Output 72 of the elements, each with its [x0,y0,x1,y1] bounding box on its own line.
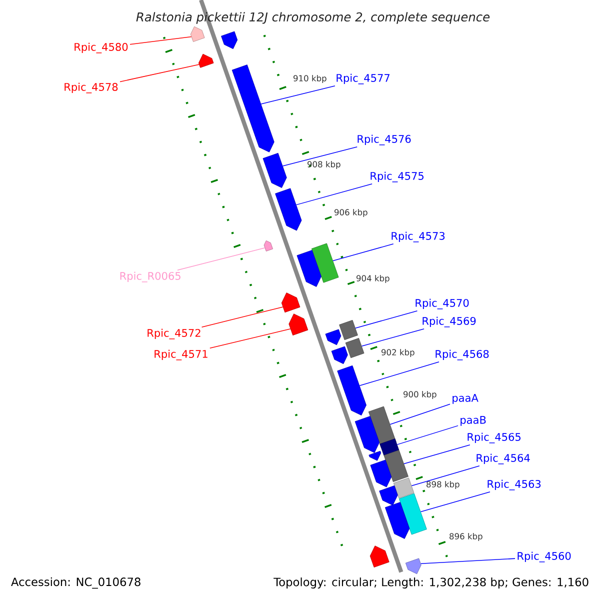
gene-label: Rpic_4578 [64,82,118,94]
leader-line [201,306,284,328]
title: Ralstonia pickettii 12J chromosome 2, complete sequence [136,12,490,24]
scale-label: 908 kbp [308,160,340,170]
leader-line [390,404,450,425]
gene-block [393,478,414,498]
gene-label: Rpic_4568 [436,350,489,360]
leader-line [177,248,266,270]
gene-label: Rpic_4565 [468,432,520,444]
gene-label: Rpic_4575 [370,172,424,182]
leader-line [332,244,394,262]
gene-symbol [325,329,342,346]
gene-label: Rpic_4570 [416,298,469,310]
footer-text: Accession: NC_010678 [11,577,140,589]
gene-symbol [379,485,398,506]
gene-symbol [262,152,287,188]
leader-line [120,64,200,82]
gene-symbol [354,416,380,453]
leader-line [260,86,336,104]
gene-label: Rpic_4580 [74,42,128,54]
leader-line [210,328,291,348]
gene-symbol [405,558,422,574]
gene-label: Rpic_4577 [336,74,390,84]
gene-symbol [296,250,322,287]
gene-label: Rpic_4569 [422,316,476,328]
scale-label: 902 kbp [382,348,414,358]
scale-label: 896 kbp [450,532,482,542]
gene-block [380,438,400,456]
gene-symbol [190,26,205,42]
leader-line [396,425,458,445]
leader-line [361,328,424,346]
leader-line [296,184,372,206]
gene-label: Rpic_4572 [148,328,200,340]
gene-label: Rpic_4573 [392,232,445,242]
leader-line [355,310,418,328]
gene-block [311,243,339,283]
gene-symbol [198,54,214,68]
leader-line [420,558,516,564]
leader-line [404,444,470,464]
scale-label: 898 kbp [426,480,460,490]
scale-label: 906 kbp [334,208,368,218]
leader-line [282,146,358,166]
gene-symbol [221,31,238,50]
gene-label: Rpic_R0065 [120,272,180,282]
leader-line [411,466,480,486]
gene-symbol [281,292,300,313]
leader-line [420,492,490,512]
gene-label: paaB [460,416,486,426]
gene-symbol [288,314,308,336]
gene-label: Rpic_4576 [358,134,411,146]
gene-label: Rpic_4560 [518,552,571,562]
gene-symbol [368,450,382,461]
gene-block [398,493,427,535]
gene-label: paaA [452,394,478,404]
gene-symbol [264,240,273,252]
scale-label: 904 kbp [356,274,390,284]
scale-label: 900 kbp [404,390,436,400]
gene-block [345,338,364,358]
gene-block [339,320,358,340]
gene-symbol [232,64,274,152]
footer-text: Topology: circular; Length: 1,302,238 bp; Genes: 1,160 [274,578,588,588]
gene-symbol [370,546,390,568]
gene-label: Rpic_4563 [488,480,541,490]
scale-label: 910 kbp [294,74,326,84]
gene-label: Rpic_4564 [476,454,530,464]
gene-block [384,450,408,482]
gene-symbol [275,188,302,231]
gene-symbol [331,346,348,364]
leader-line [359,362,440,386]
gene-symbol [337,365,366,416]
gene-label: Rpic_4571 [154,350,208,360]
leader-line [130,36,192,45]
